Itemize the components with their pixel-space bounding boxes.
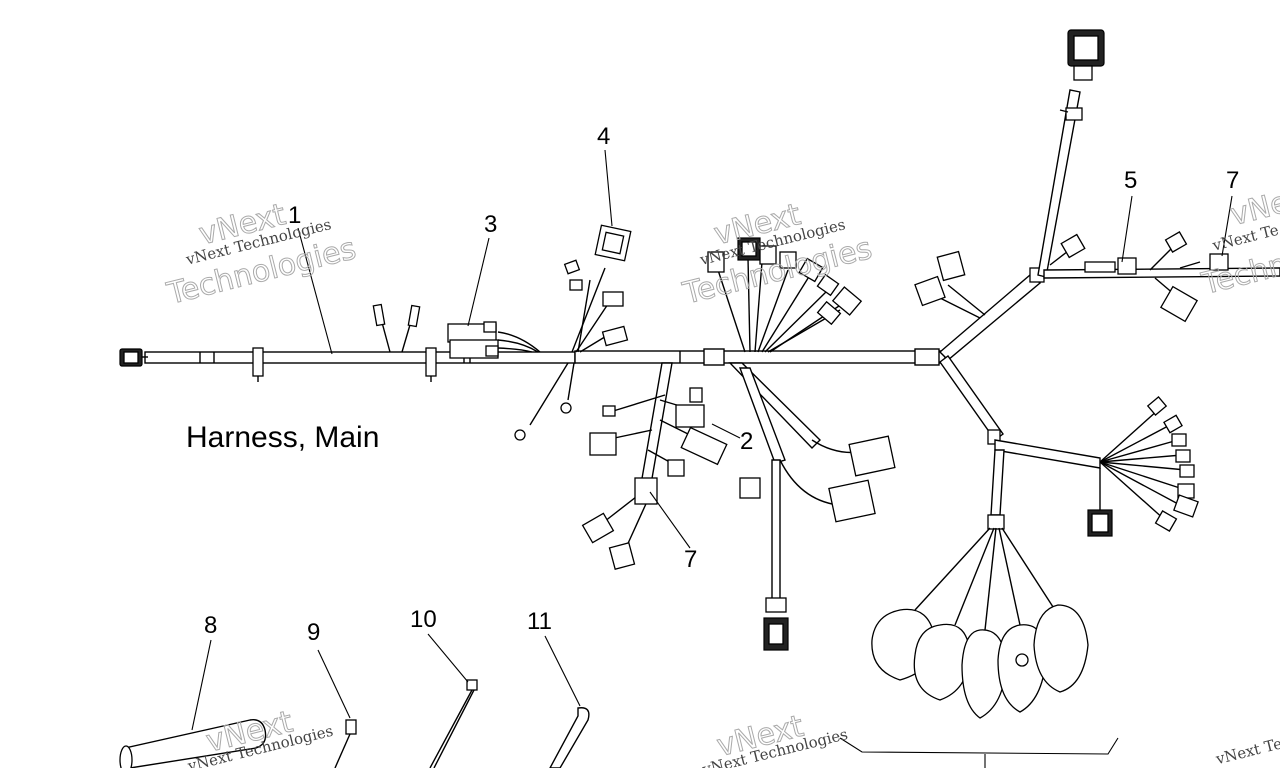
watermark-5: vNext vNext Technologies (700, 708, 850, 768)
item2-branch (581, 362, 728, 571)
fan-connectors (1099, 395, 1199, 532)
center-connector-fan (707, 237, 863, 353)
item4-connector-cluster (563, 224, 632, 353)
trunk-clip-2 (425, 347, 437, 382)
callout-1: 1 (288, 202, 301, 229)
callout-7-upper: 7 (1226, 167, 1239, 194)
callout-10: 10 (410, 606, 437, 633)
callout-4: 4 (597, 123, 610, 150)
callout-3: 3 (484, 211, 497, 238)
part9-cable (334, 719, 357, 768)
item5-branch (1043, 231, 1280, 323)
injector-cluster (871, 514, 1089, 719)
left-end-connector (119, 348, 148, 367)
part11-strap (549, 707, 590, 768)
lower-right-branch (987, 395, 1199, 537)
callout-8: 8 (204, 612, 217, 639)
callout-11: 11 (527, 608, 552, 635)
bottom-bracket (839, 737, 1119, 768)
callout-2: 2 (740, 428, 753, 455)
watermark-6: vNext Te (1213, 734, 1280, 768)
part8-sleeve (119, 719, 267, 768)
callout-9: 9 (307, 619, 320, 646)
watermark-short: vNext Te (1213, 734, 1280, 768)
pigtail-sensors (372, 303, 421, 353)
watermark-1: vNext vNext Technologies Technologies (163, 197, 360, 313)
right-diagonal-branch (728, 362, 896, 651)
relay-connectors (447, 321, 541, 359)
right-y-split (914, 250, 1045, 441)
main-trunk (144, 348, 946, 366)
callout-7-lower: 7 (684, 546, 697, 573)
upper-branch (1037, 29, 1105, 278)
trunk-clip-1 (252, 347, 264, 382)
harness-title: Harness, Main (186, 421, 379, 454)
ring-terminals (514, 362, 575, 441)
callout-5: 5 (1124, 167, 1137, 194)
leader-lines (191, 149, 1233, 731)
part10-cable (429, 679, 478, 768)
